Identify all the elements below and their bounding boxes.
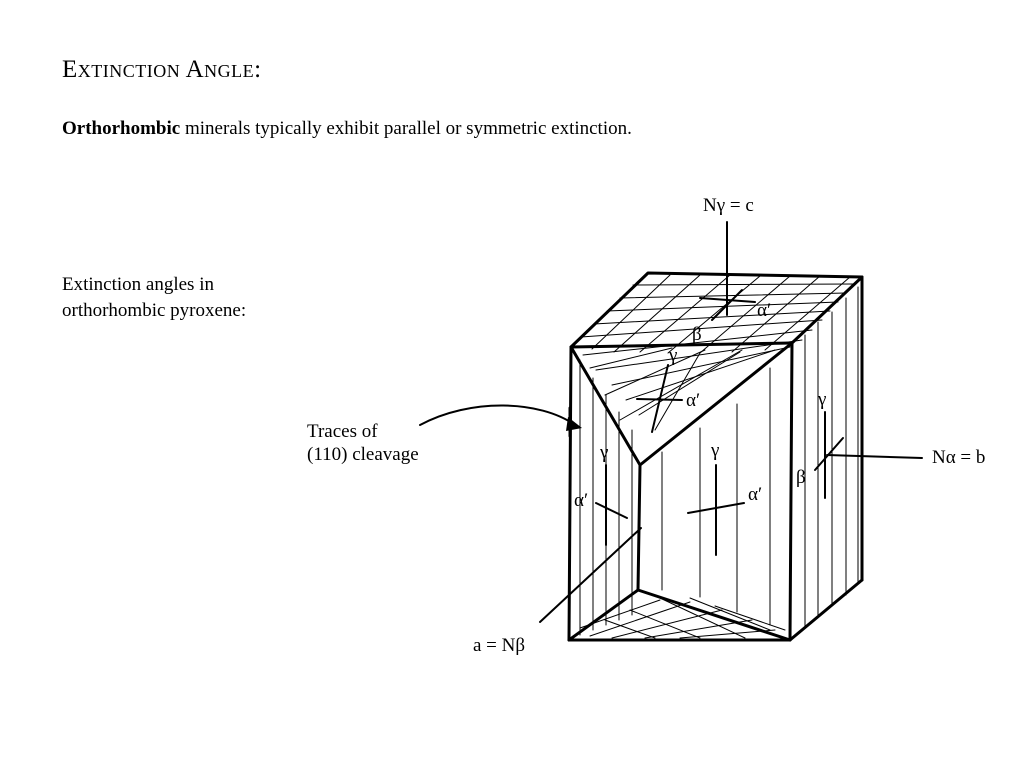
top-alpha-prime-line: [636, 398, 683, 401]
slide-subtitle: Orthorhombic minerals typically exhibit …: [62, 118, 632, 140]
label-traces: Traces of: [307, 421, 378, 442]
subtitle-bold: Orthorhombic: [62, 118, 181, 139]
sym-right-gamma: γ: [817, 389, 826, 410]
crystal-outline: [567, 271, 864, 642]
front-face-lines: [579, 359, 771, 636]
subtitle-rest: minerals typically exhibit parallel or s…: [180, 118, 632, 139]
n-alpha-b-axis: [826, 454, 923, 459]
top-alpha-line-1: [699, 297, 756, 303]
top-face-cleavage-grid: [580, 274, 856, 431]
sym-left-alpha-prime: α′: [574, 490, 588, 511]
axis-lines: [539, 221, 923, 623]
sym-top-gamma: γ: [668, 345, 677, 366]
sym-top-beta: β: [692, 324, 702, 345]
sym-right-beta: β: [796, 467, 806, 488]
top-gamma-line: [651, 364, 669, 433]
label-cleavage: (110) cleavage: [307, 444, 419, 465]
sym-front-alpha-prime: α′: [748, 484, 762, 505]
sym-top-face-alpha-prime: α′: [686, 390, 700, 411]
right-beta-line: [814, 437, 844, 471]
a-n-beta-axis: [539, 527, 642, 623]
label-n-alpha-b: Nα = b: [932, 447, 985, 468]
sym-front-gamma: γ: [710, 440, 719, 461]
top-alpha-line-2: [711, 289, 743, 321]
caption-text: Extinction angles in orthorhombic pyroxe…: [62, 274, 247, 321]
sym-top-alpha-prime: α′: [757, 300, 771, 321]
sym-left-gamma: γ: [599, 442, 608, 463]
label-n-gamma-c: Nγ = c: [703, 195, 754, 216]
cleavage-pointer-curve: [419, 404, 576, 426]
slide-title: Extinction Angle:: [62, 56, 262, 83]
right-face-lines: [804, 286, 859, 629]
label-a-n-beta: a = Nβ: [473, 635, 525, 656]
front-left-alpha-line: [595, 502, 628, 519]
front-right-alpha-line: [687, 502, 745, 514]
